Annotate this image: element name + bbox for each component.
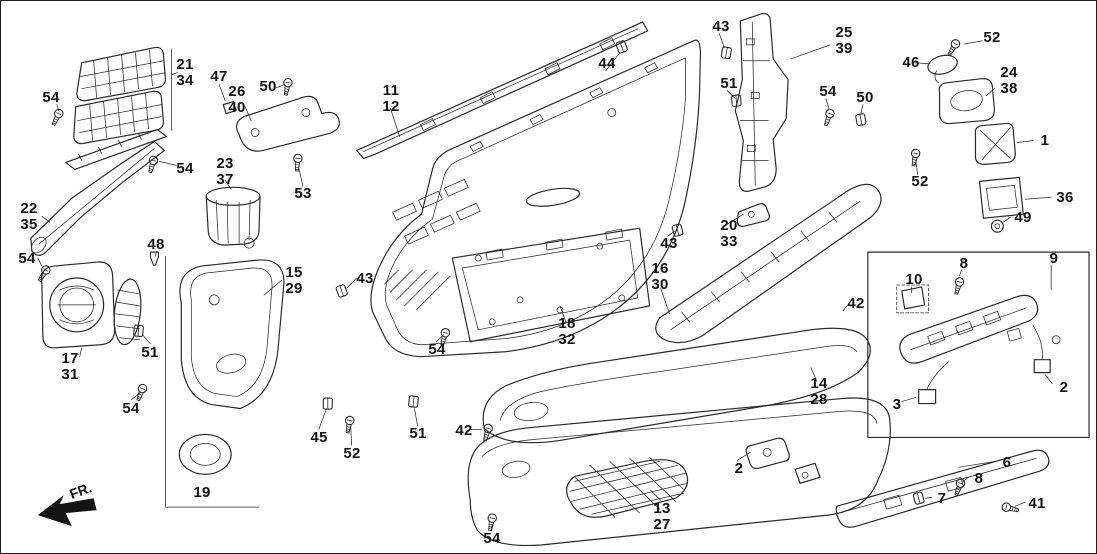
upper-molding-art — [356, 21, 649, 160]
part-callout-41: 41 — [1028, 494, 1046, 512]
part-callout-51: 51 — [141, 343, 159, 361]
part-callout-43: 43 — [712, 17, 730, 35]
pocket-lens-art — [566, 456, 689, 518]
tweeter-grilles-art — [73, 46, 172, 145]
part-callout-46: 46 — [902, 53, 920, 71]
part-callout-53: 53 — [294, 184, 312, 202]
rear-channel-art — [734, 12, 789, 192]
part-callout-52: 52 — [343, 444, 361, 462]
fr-direction-arrow: FR. — [37, 479, 97, 527]
mirror-switch-art — [927, 54, 958, 84]
front-pillar-trim-art — [179, 259, 285, 410]
part-callout-54: 54 — [176, 159, 194, 177]
part-callout-43: 43 — [356, 269, 374, 287]
lower-panel-art — [467, 397, 891, 547]
part-callout-44: 44 — [598, 54, 616, 72]
part-callout-54: 54 — [428, 340, 446, 358]
switch-1-art — [974, 122, 1016, 166]
part-callout-1: 1 — [1040, 131, 1050, 149]
bracket-36-art — [978, 176, 1024, 219]
fr-label: FR. — [67, 479, 94, 502]
part-callout-2: 2 — [1059, 378, 1069, 396]
switch-panel-24-38-art — [938, 78, 995, 125]
part-callout-2: 2 — [734, 459, 744, 477]
part-callout-51: 51 — [409, 424, 427, 442]
switch-assembly-box-art — [867, 251, 1090, 439]
part-callout-42: 42 — [847, 294, 865, 312]
defroster-duct-art — [30, 140, 165, 256]
part-callout-54: 54 — [42, 88, 60, 106]
part-callout-10: 10 — [905, 270, 923, 288]
part-callout-7: 7 — [937, 489, 947, 507]
part-callout-19: 19 — [193, 483, 211, 501]
grommet-49-art — [990, 219, 1004, 233]
part-callout-43: 43 — [660, 234, 678, 252]
part-callout-9: 9 — [1049, 249, 1059, 267]
part-callout-45: 45 — [310, 428, 328, 446]
part-callout-54: 54 — [483, 529, 501, 547]
door-trim-panel-art — [370, 39, 702, 358]
quarter-garnish-art — [655, 183, 882, 344]
duct-flange-art — [65, 128, 167, 170]
part-callout-52: 52 — [983, 28, 1001, 46]
handle-case-art — [205, 186, 261, 249]
leader-lines — [37, 33, 1053, 531]
clip-47-art — [222, 101, 237, 115]
bracket-20-33-art — [736, 203, 770, 227]
part-callout-54: 54 — [122, 399, 140, 417]
center-tray-art — [451, 227, 651, 343]
part-callout-36: 36 — [1056, 188, 1074, 206]
part-callout-6: 6 — [1002, 453, 1012, 471]
part-callout-3: 3 — [892, 395, 902, 413]
latch-brackets-art — [745, 437, 821, 484]
part-callout-52: 52 — [911, 172, 929, 190]
speaker-ring-art — [165, 255, 260, 508]
part-callout-47: 47 — [210, 67, 228, 85]
part-callout-42: 42 — [455, 421, 473, 439]
pull-bracket-art — [235, 95, 340, 152]
part-callout-54: 54 — [18, 249, 36, 267]
part-callout-49: 49 — [1014, 208, 1032, 226]
rear-switch-trim-art — [835, 449, 1050, 528]
part-callout-48: 48 — [147, 235, 165, 253]
part-callout-54: 54 — [819, 82, 837, 100]
part-callout-50: 50 — [856, 88, 874, 106]
part-callout-51: 51 — [720, 74, 738, 92]
part-callout-8: 8 — [959, 254, 969, 272]
part-callout-50: 50 — [259, 77, 277, 95]
part-callout-8: 8 — [974, 469, 984, 487]
